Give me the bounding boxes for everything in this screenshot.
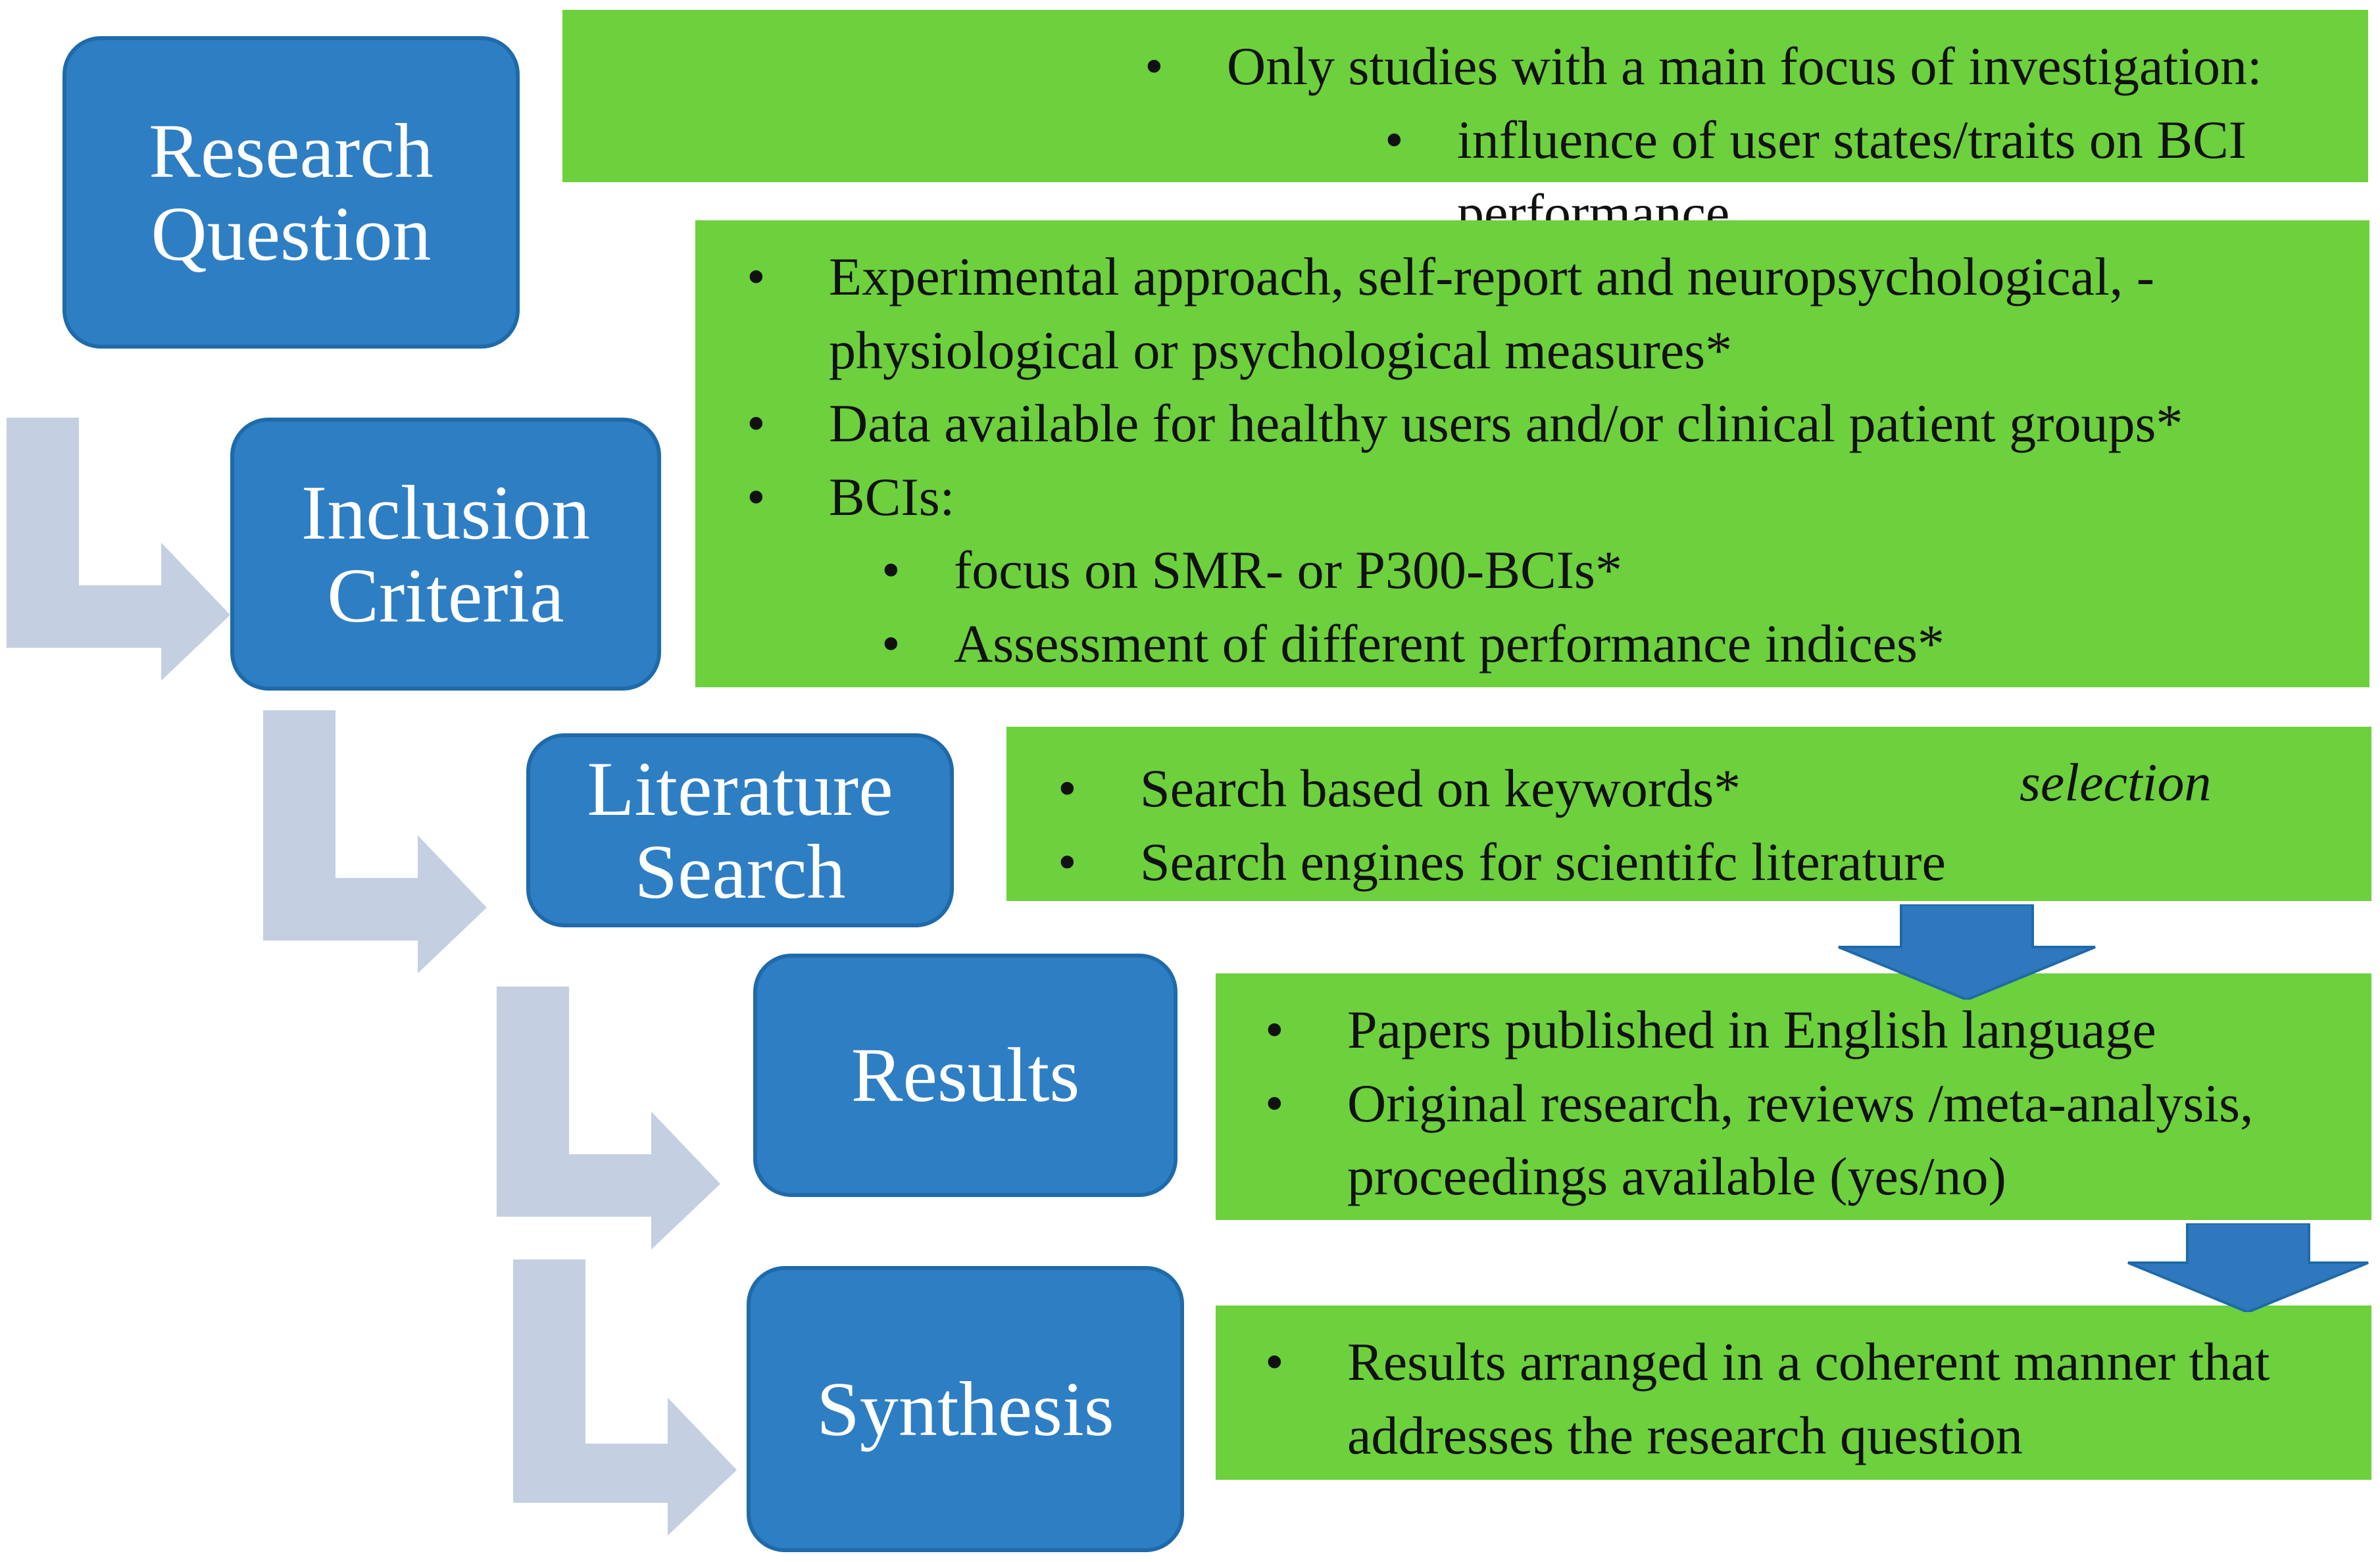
stage-literature-search: Literature Search xyxy=(526,733,954,927)
elbow-arrow-3-shape xyxy=(497,987,720,1250)
panel-item: Original research, reviews /meta-analysi… xyxy=(1265,1067,2358,1213)
down-arrow-1 xyxy=(1835,904,2098,1000)
down-arrow-1-shape xyxy=(1838,904,2096,1000)
stage-research-question: Research Question xyxy=(62,36,520,349)
panel-results: Papers published in English language Ori… xyxy=(1216,973,2371,1220)
panel-literature-search: Search based on keywords* Search engines… xyxy=(1006,727,2371,901)
panel-subitem: influence of user states/traits on BCI p… xyxy=(1385,103,2342,250)
elbow-arrow-1-shape xyxy=(7,418,230,681)
down-arrow-2-shape xyxy=(2127,1223,2369,1312)
panel-item: Search engines for scientifc literature xyxy=(1058,825,2352,899)
panel-inclusion-criteria: Experimental approach, self-report and n… xyxy=(695,220,2369,687)
elbow-arrow-1 xyxy=(7,418,234,681)
panel-item: Only studies with a main focus of invest… xyxy=(1145,30,2342,103)
panel-synthesis: Results arranged in a coherent manner th… xyxy=(1216,1306,2371,1480)
elbow-arrow-3 xyxy=(497,987,724,1250)
elbow-arrow-2 xyxy=(263,710,490,973)
elbow-arrow-4 xyxy=(513,1259,740,1536)
panel-item: Data available for healthy users and/or … xyxy=(747,387,2350,460)
panel-item: Results arranged in a coherent manner th… xyxy=(1265,1325,2358,1472)
down-arrow-2 xyxy=(2125,1223,2371,1312)
panel-subitem: Assessment of different performance indi… xyxy=(881,607,2350,681)
panel-item: BCIs: xyxy=(747,460,2350,534)
panel-research-question: Only studies with a main focus of invest… xyxy=(562,10,2368,243)
elbow-arrow-2-shape xyxy=(263,710,487,973)
panel-subitem: focus on SMR- or P300-BCIs* xyxy=(881,533,2350,607)
stage-synthesis: Synthesis xyxy=(747,1266,1184,1552)
stage-inclusion-criteria: Inclusion Criteria xyxy=(230,418,661,691)
selection-note: selection xyxy=(2020,752,2212,812)
panel-item: Search based on keywords* xyxy=(1058,752,2352,825)
stage-results: Results xyxy=(753,954,1178,1197)
panel-item: Experimental approach, self-report and n… xyxy=(747,240,2350,387)
panel-item: Papers published in English language xyxy=(1265,993,2358,1067)
elbow-arrow-4-shape xyxy=(513,1259,737,1536)
